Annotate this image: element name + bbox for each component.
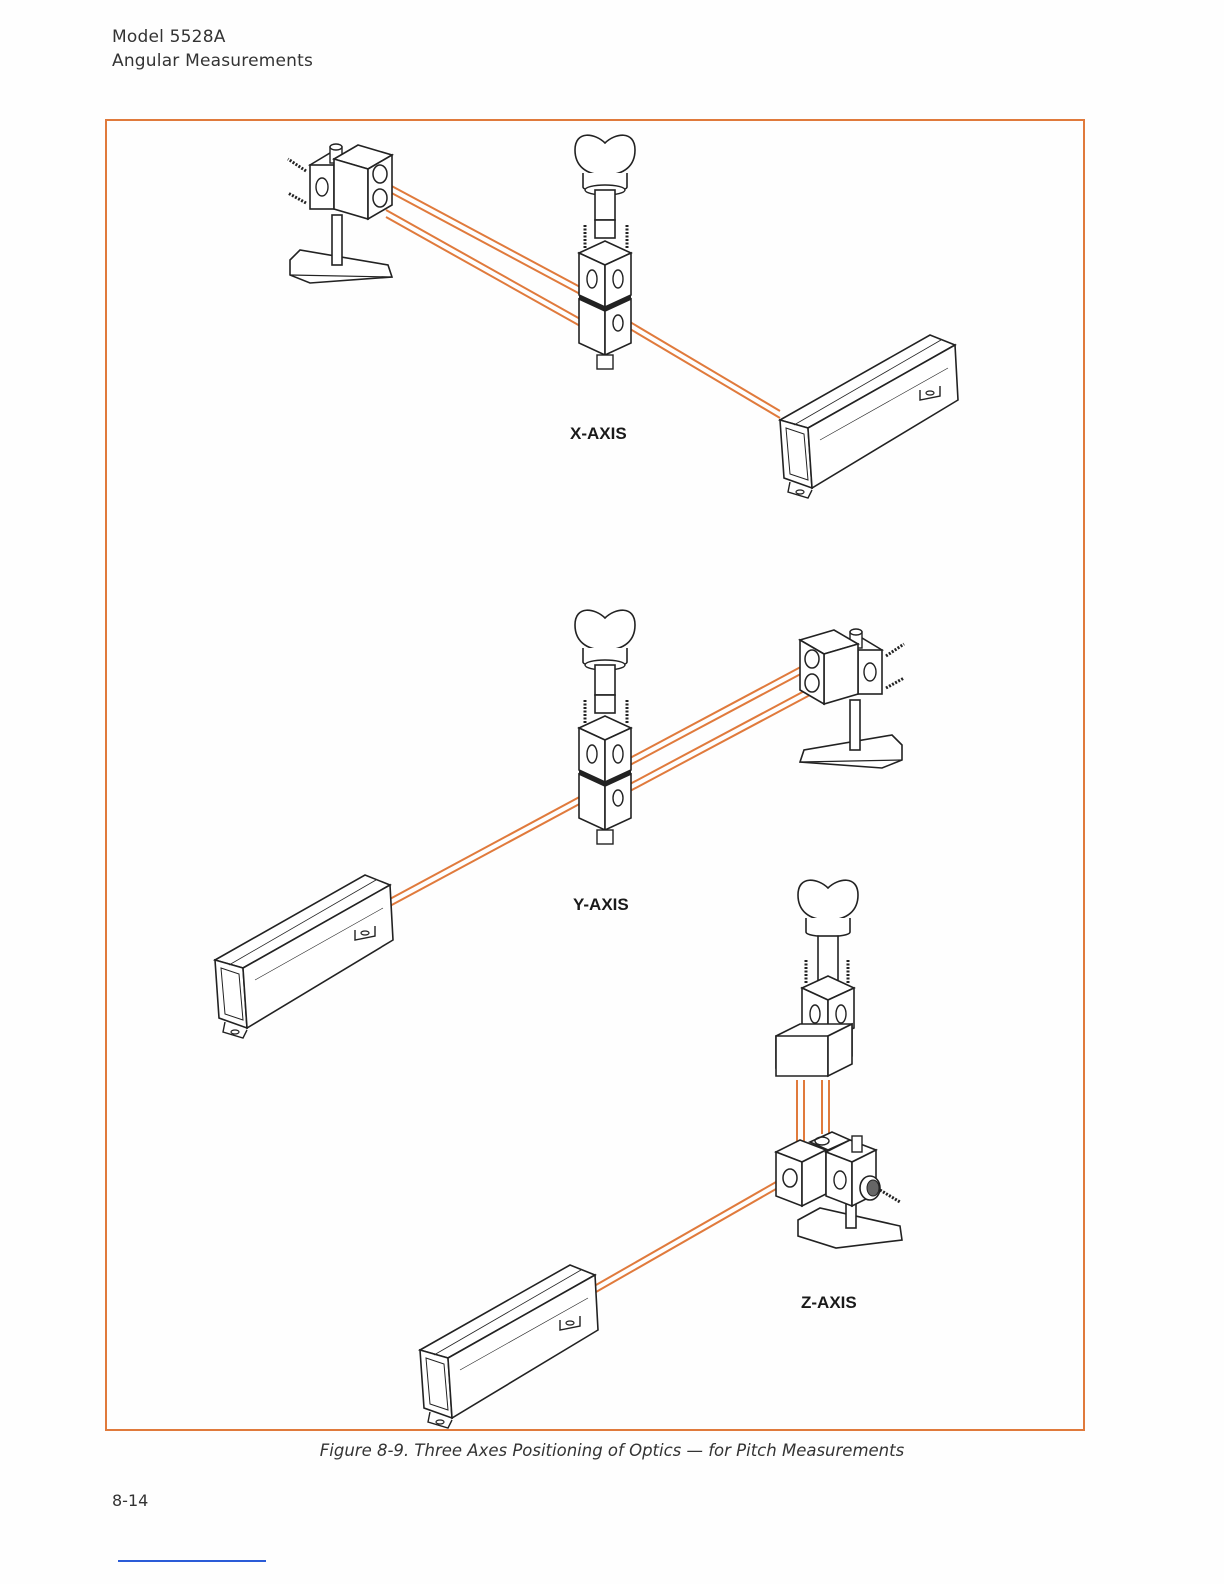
z-reflector bbox=[776, 880, 858, 1076]
x-laser-head bbox=[780, 335, 958, 498]
y-interferometer bbox=[800, 629, 904, 768]
y-axis-label: Y-AXIS bbox=[573, 895, 629, 915]
figure-caption: Figure 8-9. Three Axes Positioning of Op… bbox=[0, 1441, 1224, 1460]
z-axis-label: Z-AXIS bbox=[801, 1293, 857, 1313]
page-number: 8-14 bbox=[112, 1491, 148, 1510]
bottom-rule bbox=[118, 1560, 266, 1562]
x-interferometer bbox=[288, 144, 392, 283]
y-axis-setup bbox=[215, 610, 904, 1038]
z-interferometer bbox=[776, 1132, 902, 1248]
y-laser-head bbox=[215, 875, 393, 1038]
z-laser-head bbox=[420, 1265, 598, 1428]
y-reflector bbox=[575, 610, 635, 844]
z-axis-setup bbox=[420, 880, 902, 1428]
x-reflector bbox=[575, 135, 635, 369]
x-axis-label: X-AXIS bbox=[570, 424, 627, 444]
